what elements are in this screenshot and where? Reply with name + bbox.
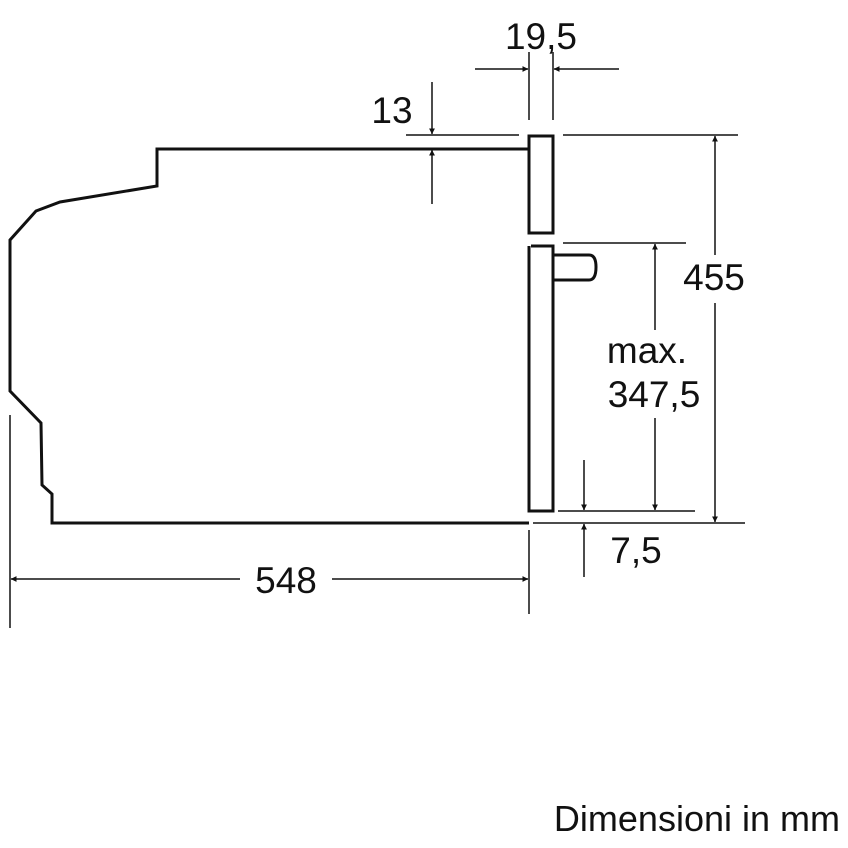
label-depth: 548 bbox=[255, 560, 317, 601]
units-caption: Dimensioni in mm bbox=[554, 798, 840, 839]
label-height: 455 bbox=[683, 257, 745, 298]
body-outline bbox=[8, 147, 529, 525]
label-top-gap: 13 bbox=[371, 90, 412, 131]
door-handle bbox=[553, 253, 598, 282]
extension-lines bbox=[9, 52, 745, 628]
label-door-height-line1: max. bbox=[607, 330, 687, 371]
label-front-offset: 19,5 bbox=[505, 16, 577, 57]
label-bottom-gap: 7,5 bbox=[610, 530, 661, 571]
door bbox=[527, 244, 555, 513]
front-panel bbox=[527, 134, 598, 513]
dimension-arrows bbox=[10, 66, 718, 582]
appliance-body bbox=[8, 147, 529, 525]
dimension-labels: 548 19,5 13 455 max. 347,5 7,5 bbox=[255, 16, 745, 601]
control-panel bbox=[527, 134, 555, 235]
label-door-height-line2: 347,5 bbox=[608, 374, 701, 415]
